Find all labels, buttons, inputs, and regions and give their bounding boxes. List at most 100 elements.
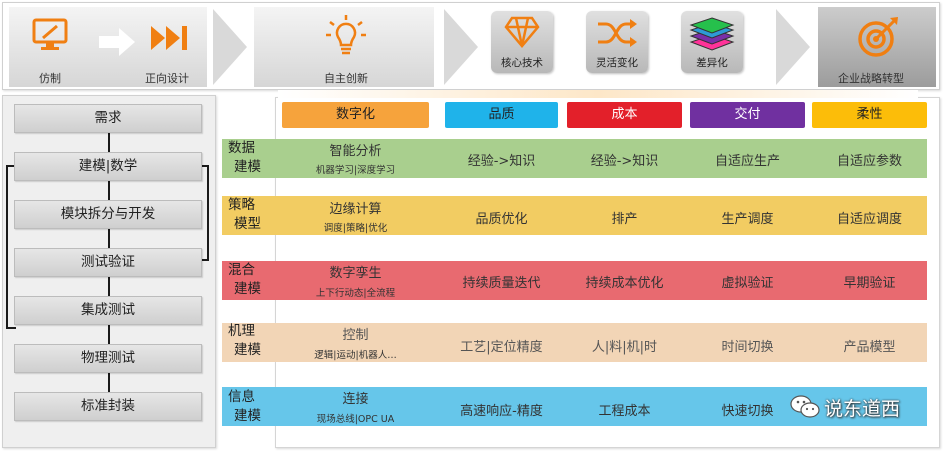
core-tech-tile: 核心技术 [491,11,553,73]
cell-flexibility: 产品模型 [843,340,896,355]
column-header-flexibility: 柔性 [812,102,927,128]
row-band-mechanism-modeling [222,323,927,362]
cell-cost: 工程成本 [598,404,651,419]
feedback-loop-line [202,259,208,261]
flow-step-physical-test: 物理测试 [14,344,202,373]
cell-delivery: 时间切换 [721,340,774,355]
flow-connector [108,274,110,296]
cell-quality: 经验->知识 [467,154,536,169]
top-banner: 仿制 正向设计 自主创新 核心技术 [2,2,940,90]
row-label-line: 建模 [234,159,261,175]
feedback-loop-line [6,327,16,329]
cell-flexibility: 早期验证 [843,276,896,291]
cell-digital-main: 数字孪生 [329,266,382,281]
flow-step-integration-test: 集成测试 [14,296,202,325]
feedback-loop-line [6,165,8,329]
watermark-text: 说东道西 [824,398,901,420]
row-label-line: 信息 [228,389,255,405]
monitor-pen-icon [31,17,69,57]
flow-connector [108,226,110,248]
cell-quality: 高速响应-精度 [460,404,543,419]
row-label-line: 机理 [228,323,255,339]
flow-connector [108,178,110,200]
cell-digital-sub: 调度|策略|优化 [323,223,388,234]
row-band-hybrid-modeling [222,261,927,300]
target-icon [856,15,900,63]
stage-innovation-box: 自主创新 [254,7,434,87]
cell-flexibility: 自适应参数 [836,154,902,169]
feedback-loop-line [6,165,16,167]
cell-digital-main: 控制 [342,328,369,343]
row-label-line: 策略 [228,197,255,213]
cell-cost: 持续成本优化 [585,276,664,291]
cell-quality: 持续质量迭代 [462,276,541,291]
core-tech-label: 核心技术 [501,57,543,69]
diamond-icon [504,15,540,53]
stage-imitation-box: 仿制 正向设计 [9,7,207,87]
row-band-strategy-model [222,196,927,235]
layers-icon [689,17,735,57]
imitation-label: 仿制 [39,72,61,85]
flexible-change-tile: 灵活变化 [586,11,648,73]
cell-digital-sub: 上下行动态|全流程 [315,288,396,299]
differentiation-label: 差异化 [696,57,728,69]
cell-digital-main: 智能分析 [329,144,382,159]
row-label-line: 数据 [228,140,255,156]
row-label-strategy-model: 策略 模型 [228,196,268,234]
cell-delivery: 自适应生产 [714,154,780,169]
forward-design-label: 正向设计 [145,72,189,85]
cell-digital-sub: 机器学习|深度学习 [315,165,396,176]
strategic-transformation-box: 企业战略转型 [818,7,936,87]
differentiation-tile: 差异化 [681,11,743,73]
cell-digital-sub: 逻辑|运动|机器人… [314,350,397,361]
flow-connector [108,322,110,344]
flexible-change-label: 灵活变化 [596,57,638,69]
fast-forward-icon [149,23,191,57]
row-label-line: 模型 [234,216,261,232]
flow-step-test-verify: 测试验证 [14,248,202,277]
row-label-information-modeling: 信息 建模 [228,388,268,426]
cell-delivery: 生产调度 [721,212,774,227]
cell-cost: 人|料|机|时 [591,340,658,355]
stage-arrow-2 [444,9,478,85]
flow-step-modeling: 建模|数学 [14,152,202,181]
cell-quality: 工艺|定位精度 [460,340,543,355]
flow-step-module-dev: 模块拆分与开发 [14,200,202,229]
flow-connector [108,370,110,392]
flow-step-requirement: 需求 [14,104,202,133]
independent-innovation-label: 自主创新 [324,72,368,85]
cell-quality: 品质优化 [475,212,528,227]
row-label-data-modeling: 数据 建模 [228,139,268,177]
row-label-hybrid-modeling: 混合 建模 [228,261,268,299]
row-label-line: 建模 [234,408,261,424]
stage-arrow-3 [776,9,810,85]
feedback-loop-line [202,165,209,167]
row-label-line: 建模 [234,281,261,297]
cell-cost: 排产 [611,212,638,227]
cell-flexibility: 自适应调度 [836,212,902,227]
cell-delivery: 快速切换 [721,404,774,419]
matrix-top-highlight [278,90,918,98]
column-header-delivery: 交付 [690,102,805,128]
flow-step-standard-package: 标准封装 [14,392,202,421]
column-header-cost: 成本 [567,102,682,128]
right-arrow-icon [97,27,137,61]
cell-digital-main: 边缘计算 [329,202,382,217]
row-label-line: 建模 [234,342,261,358]
wechat-icon [790,394,820,424]
cell-digital-sub: 现场总线|OPC UA [316,414,395,425]
cell-delivery: 虚拟验证 [721,276,774,291]
lightbulb-icon [324,13,368,61]
row-band-data-modeling [222,139,927,178]
flow-connector [108,130,110,152]
column-header-digitalization: 数字化 [282,102,429,128]
row-label-mechanism-modeling: 机理 建模 [228,322,268,360]
cell-cost: 经验->知识 [590,154,659,169]
shuffle-icon [596,18,638,52]
feedback-loop-line [207,165,209,261]
row-label-line: 混合 [228,262,255,278]
stage-arrow-1 [213,9,247,85]
strategic-transformation-label: 企业战略转型 [838,72,904,85]
cell-digital-main: 连接 [342,392,369,407]
column-header-quality: 品质 [445,102,558,128]
